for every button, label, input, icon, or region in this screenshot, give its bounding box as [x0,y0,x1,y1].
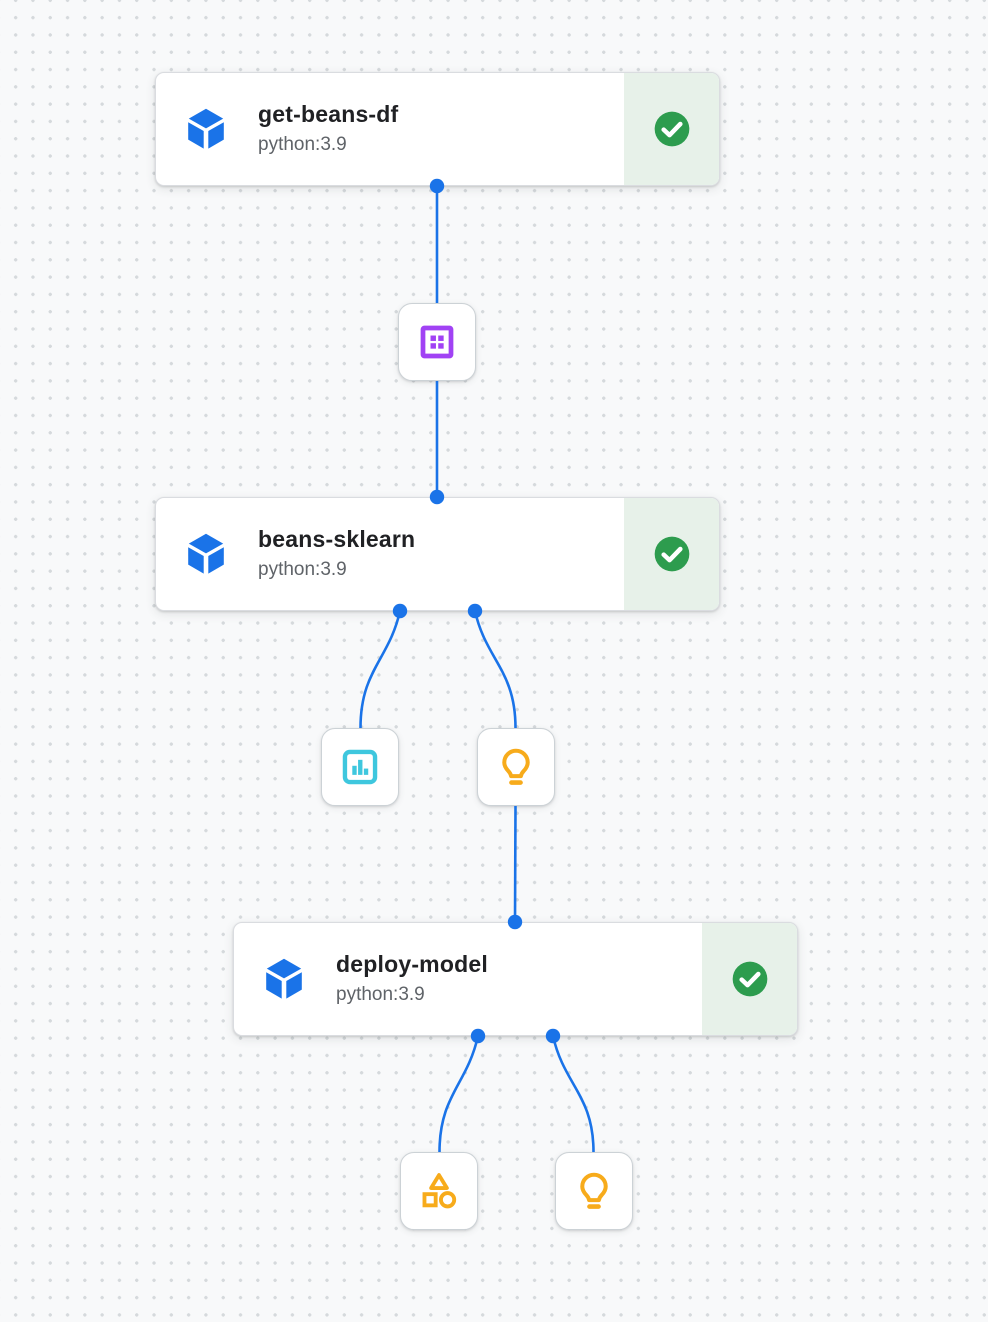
edge-beans-sklearn-to-model [473,610,517,729]
task-node-get-beans-df[interactable]: get-beans-df python:3.9 [155,72,720,186]
task-title: deploy-model [336,950,488,977]
task-title: get-beans-df [258,100,399,127]
pipeline-component-cube-icon [266,958,302,999]
model-bulb-icon [580,1172,608,1209]
pipeline-component-cube-icon [188,108,224,149]
status-section [624,498,719,610]
model-bulb-icon [502,748,530,785]
task-subtitle: python:3.9 [258,559,347,581]
artifact-node-model-2[interactable] [555,1152,633,1230]
success-check-icon [654,536,689,572]
edge-beans-sklearn-to-metrics [359,610,402,729]
artifact-node-dataset[interactable] [398,303,476,381]
edge-deploy-model-to-artifact [438,1035,480,1153]
pipeline-component-cube-icon [188,533,224,574]
artifact-shapes-icon [422,1173,457,1209]
task-title: beans-sklearn [258,525,416,552]
artifact-node-model-1[interactable] [477,728,555,806]
success-check-icon [654,111,689,147]
status-section [624,73,719,185]
success-check-icon [732,961,767,997]
status-section [702,923,797,1035]
task-subtitle: python:3.9 [336,984,425,1006]
task-subtitle: python:3.9 [258,134,347,156]
metrics-icon [342,749,378,785]
edge-model-to-deploy-model [513,805,517,923]
task-node-deploy-model[interactable]: deploy-model python:3.9 [233,922,798,1036]
dataset-icon [420,325,454,359]
edge-deploy-model-to-model [551,1035,595,1153]
artifact-node-generic[interactable] [400,1152,478,1230]
task-node-beans-sklearn[interactable]: beans-sklearn python:3.9 [155,497,720,611]
artifact-node-metrics[interactable] [321,728,399,806]
